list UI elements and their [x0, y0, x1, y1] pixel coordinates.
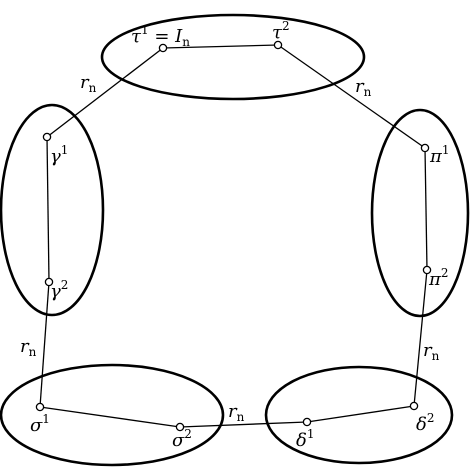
node-delta1: [302, 417, 312, 427]
edge-tau1-tau2: [162, 44, 279, 49]
label-sigma2: σ2: [172, 427, 192, 451]
edge-pi1-pi2: [424, 147, 428, 271]
label-delta2: δ2: [416, 411, 434, 435]
edge-tau2-pi1: [277, 44, 426, 149]
node-sigma2: [175, 422, 185, 432]
node-pi2: [422, 265, 432, 275]
pi-group-ellipse: [370, 108, 470, 318]
edge-sigma2-sigma1: [39, 406, 181, 428]
node-tau1: [158, 43, 168, 53]
edge-label-bottom: rn: [228, 401, 245, 424]
edge-delta2-delta1: [306, 405, 415, 423]
edge-gamma1-tau1: [46, 47, 164, 138]
node-pi1: [420, 143, 430, 153]
node-sigma1: [35, 402, 45, 412]
node-gamma1: [42, 132, 52, 142]
edge-label-top-right: rn: [355, 76, 372, 99]
label-sigma1: σ1: [30, 412, 50, 436]
node-gamma2: [44, 277, 54, 287]
label-gamma2: γ2: [50, 278, 68, 302]
node-tau2: [273, 40, 283, 50]
gamma-group-ellipse: [0, 103, 105, 317]
edge-gamma2-gamma1: [46, 136, 50, 283]
edge-pi2-delta2: [413, 269, 428, 407]
edge-label-top-left: rn: [80, 72, 97, 95]
edge-sigma1-gamma2: [39, 281, 50, 408]
label-tau1: τ1 = In: [131, 23, 190, 49]
label-delta1: δ1: [296, 427, 314, 451]
edge-delta1-sigma2: [179, 421, 308, 428]
label-gamma1: γ1: [50, 143, 68, 167]
tau-group-ellipse: [100, 13, 366, 101]
label-tau2: τ2: [272, 19, 290, 43]
label-pi1: π1: [429, 143, 449, 167]
delta-group-ellipse: [264, 365, 454, 465]
sigma-group-ellipse: [0, 363, 225, 467]
edge-label-right: rn: [423, 340, 440, 363]
node-delta2: [409, 401, 419, 411]
edge-label-left: rn: [20, 336, 37, 359]
label-pi2: π2: [428, 266, 448, 290]
